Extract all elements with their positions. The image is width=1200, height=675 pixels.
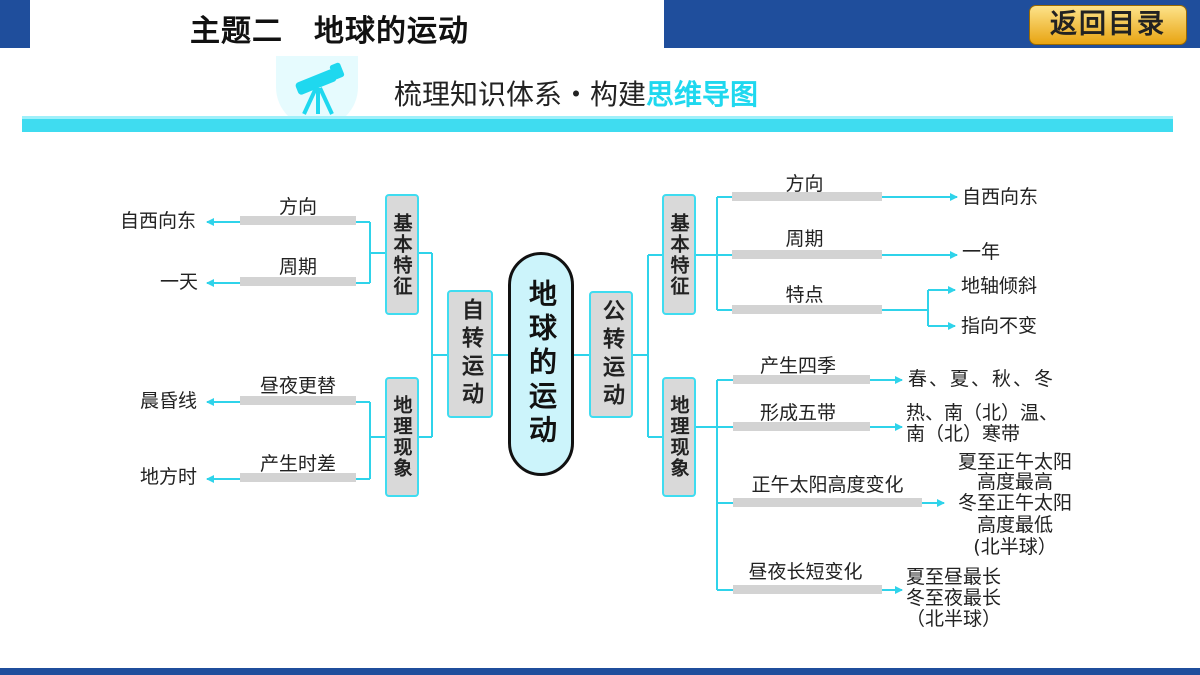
revolution-zones-label: 形成五带 — [759, 402, 836, 424]
rotation-node: 自转运动 — [447, 290, 493, 418]
revolution-noonsun-line-1: 夏至正午太阳 — [957, 451, 1072, 473]
revolution-seasons-value: 春、夏、秋、冬 — [908, 368, 1056, 390]
revolution-zones-line-1: 热、南（北）温、 — [906, 402, 1059, 424]
branch-bar — [732, 250, 882, 259]
revolution-phenomena-box: 地理现象 — [662, 377, 696, 497]
header-left-bar — [0, 0, 30, 48]
subtitle-main: 梳理知识体系・构建 — [394, 78, 647, 111]
revolution-basic-features-box: 基本特征 — [662, 194, 696, 315]
rotation-phenomena-box: 地理现象 — [385, 377, 419, 497]
rotation-daynight-label: 昼夜更替 — [259, 375, 336, 397]
branch-bar — [733, 375, 870, 384]
rotation-timediff-label: 产生时差 — [259, 453, 336, 475]
section-divider-bar — [22, 116, 1173, 132]
branch-bar — [733, 585, 882, 594]
revolution-feature-label: 特点 — [785, 284, 824, 306]
revolution-daylength-line-2: 冬至夜最长 — [906, 587, 1002, 609]
revolution-period-label: 周期 — [785, 228, 824, 250]
rotation-direction-value: 自西向东 — [120, 210, 197, 232]
revolution-zones-line-2: 南（北）寒带 — [906, 423, 1021, 445]
revolution-feature-value-2: 指向不变 — [961, 315, 1038, 337]
branch-bar — [240, 396, 356, 405]
center-node-earth-motion: 地球的运动 — [508, 252, 574, 476]
revolution-noonsun-line-5: (北半球） — [973, 536, 1057, 558]
revolution-seasons-label: 产生四季 — [759, 355, 836, 377]
back-to-contents-button[interactable]: 返回目录 — [1029, 5, 1187, 45]
rotation-basic-features-box: 基本特征 — [385, 194, 419, 315]
branch-bar — [733, 422, 870, 431]
subtitle-highlight: 思维导图 — [646, 78, 759, 111]
footer-bar — [0, 668, 1200, 675]
rotation-daynight-value: 晨昏线 — [140, 390, 198, 412]
branch-bar — [240, 473, 356, 482]
revolution-noonsun-label: 正午太阳高度变化 — [751, 474, 904, 496]
rotation-direction-label: 方向 — [278, 196, 317, 218]
branch-bar — [732, 192, 882, 201]
revolution-noonsun-line-3: 冬至正午太阳 — [957, 492, 1072, 514]
revolution-daylength-label: 昼夜长短变化 — [748, 561, 863, 583]
header-title-panel — [30, 0, 664, 48]
rotation-timediff-value: 地方时 — [140, 466, 198, 488]
rotation-period-value: 一天 — [160, 271, 199, 293]
revolution-noonsun-line-4: 高度最低 — [976, 514, 1053, 536]
revolution-noonsun-line-2: 高度最高 — [976, 471, 1053, 493]
rotation-period-label: 周期 — [278, 256, 317, 278]
branch-bar — [240, 277, 356, 286]
revolution-daylength-line-3: （北半球） — [906, 608, 1002, 630]
branch-bar — [240, 216, 356, 225]
branch-bar — [733, 498, 922, 507]
topic-title: 主题二 地球的运动 — [190, 14, 469, 49]
revolution-daylength-line-1: 夏至昼最长 — [906, 566, 1002, 588]
revolution-node: 公转运动 — [589, 291, 633, 418]
branch-bar — [732, 305, 882, 314]
section-subtitle: 梳理知识体系・构建思维导图 — [394, 73, 758, 113]
revolution-period-value: 一年 — [962, 241, 1001, 263]
revolution-direction-value: 自西向东 — [962, 186, 1039, 208]
telescope-icon — [295, 62, 345, 115]
revolution-direction-label: 方向 — [785, 173, 824, 195]
revolution-feature-value-1: 地轴倾斜 — [961, 275, 1038, 297]
